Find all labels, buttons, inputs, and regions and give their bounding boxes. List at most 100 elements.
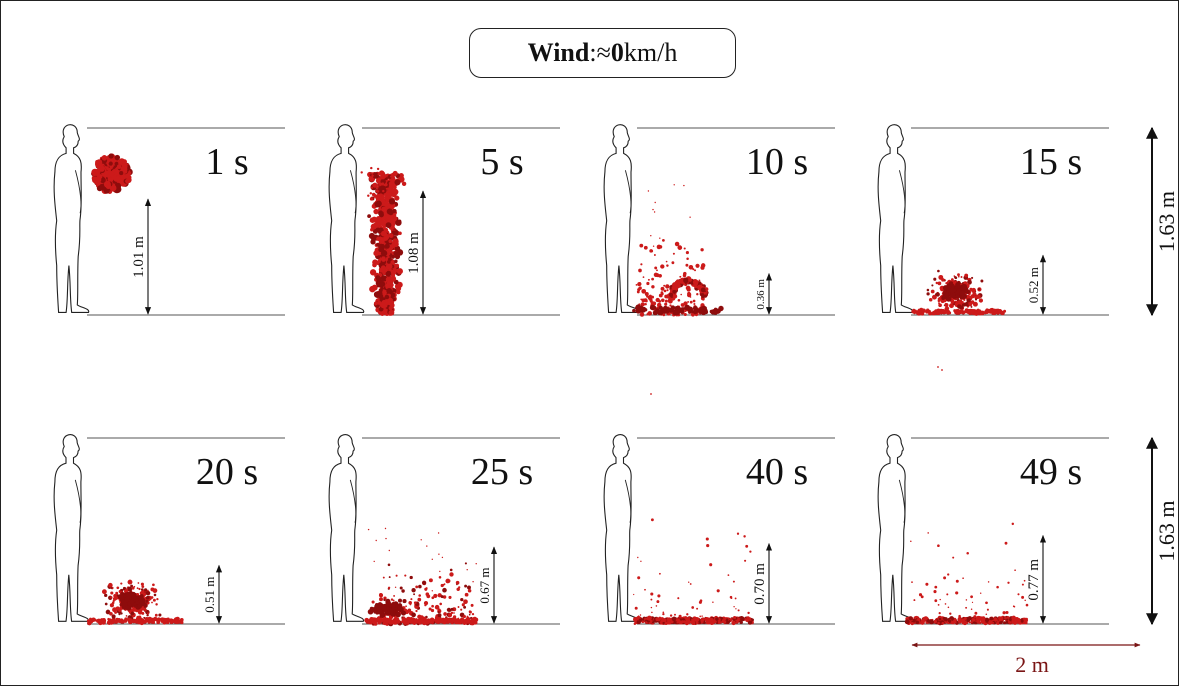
droplet	[978, 298, 984, 303]
droplet	[374, 194, 377, 197]
droplet	[658, 293, 663, 298]
droplet	[683, 184, 685, 187]
droplet	[138, 587, 141, 591]
droplet	[715, 617, 719, 621]
droplet	[960, 276, 963, 278]
droplet	[673, 184, 675, 186]
droplet	[111, 586, 114, 589]
cloud-height-label: 0.51 m	[202, 577, 217, 613]
time-label: 25 s	[471, 451, 533, 493]
droplet	[131, 586, 135, 590]
droplet	[99, 177, 106, 184]
droplet	[110, 596, 113, 599]
droplet	[438, 576, 442, 579]
droplet	[700, 287, 706, 293]
droplet	[926, 619, 930, 623]
droplet	[668, 307, 674, 313]
droplet	[387, 298, 392, 302]
droplet	[377, 609, 383, 615]
droplet	[106, 620, 112, 625]
droplet	[1012, 620, 1018, 625]
droplet	[959, 299, 963, 302]
droplet	[403, 619, 408, 625]
droplet	[947, 573, 950, 576]
droplet	[466, 569, 468, 571]
droplet	[437, 611, 440, 614]
droplet	[688, 265, 694, 270]
droplet	[385, 214, 391, 220]
droplet	[370, 166, 373, 170]
droplet	[145, 590, 151, 596]
droplet	[733, 616, 737, 620]
droplet	[679, 275, 682, 278]
droplet	[957, 275, 960, 278]
droplet	[646, 295, 649, 298]
droplet	[700, 265, 705, 270]
droplet	[431, 596, 435, 600]
droplet	[949, 612, 952, 615]
droplet	[980, 619, 985, 624]
droplet	[408, 601, 412, 605]
droplet	[971, 617, 976, 622]
droplet	[658, 273, 662, 278]
droplet	[1003, 309, 1007, 313]
droplet	[703, 294, 708, 298]
droplet	[736, 532, 740, 535]
droplet	[974, 298, 978, 301]
droplet	[390, 275, 397, 282]
droplet	[640, 298, 643, 301]
droplet	[701, 615, 703, 617]
droplet	[460, 617, 465, 622]
droplet	[696, 622, 699, 625]
droplet	[468, 613, 471, 616]
droplet	[674, 310, 681, 316]
droplet	[931, 294, 937, 300]
droplet	[959, 305, 964, 310]
droplet	[651, 305, 656, 310]
droplet	[449, 568, 453, 572]
droplet	[111, 614, 116, 619]
droplet	[107, 617, 110, 621]
droplet	[463, 599, 468, 605]
droplet	[938, 296, 943, 301]
droplet	[643, 245, 648, 250]
droplet	[971, 290, 974, 293]
droplet	[641, 288, 647, 294]
droplet	[370, 239, 376, 245]
droplet	[971, 276, 974, 279]
droplet	[379, 597, 383, 602]
droplet-cloud	[633, 518, 754, 626]
droplet	[124, 619, 128, 623]
droplet	[941, 296, 945, 301]
droplet	[986, 608, 989, 611]
droplet	[379, 612, 385, 619]
droplet	[657, 594, 661, 598]
droplet	[686, 257, 689, 260]
droplet	[640, 263, 643, 266]
wind-separator: :	[589, 38, 597, 67]
height-dimension-label: 1.63 m	[1154, 191, 1179, 252]
droplet	[462, 615, 466, 619]
droplet	[399, 607, 404, 612]
droplet	[672, 252, 675, 255]
droplet	[125, 615, 128, 617]
droplet	[930, 289, 935, 294]
droplet	[395, 574, 398, 577]
droplet	[388, 306, 393, 311]
droplet	[449, 572, 454, 577]
droplet	[685, 251, 689, 255]
droplet	[117, 594, 124, 600]
droplet	[638, 268, 642, 273]
droplet	[371, 607, 377, 613]
wind-label: Wind	[527, 38, 590, 67]
droplet	[664, 299, 668, 303]
droplet	[632, 308, 636, 313]
droplet	[960, 285, 966, 292]
droplet	[937, 281, 942, 286]
droplet	[958, 614, 961, 618]
droplet	[101, 155, 108, 161]
droplet	[1025, 603, 1029, 607]
droplet	[939, 598, 941, 601]
droplet	[955, 579, 959, 583]
droplet	[683, 312, 687, 317]
